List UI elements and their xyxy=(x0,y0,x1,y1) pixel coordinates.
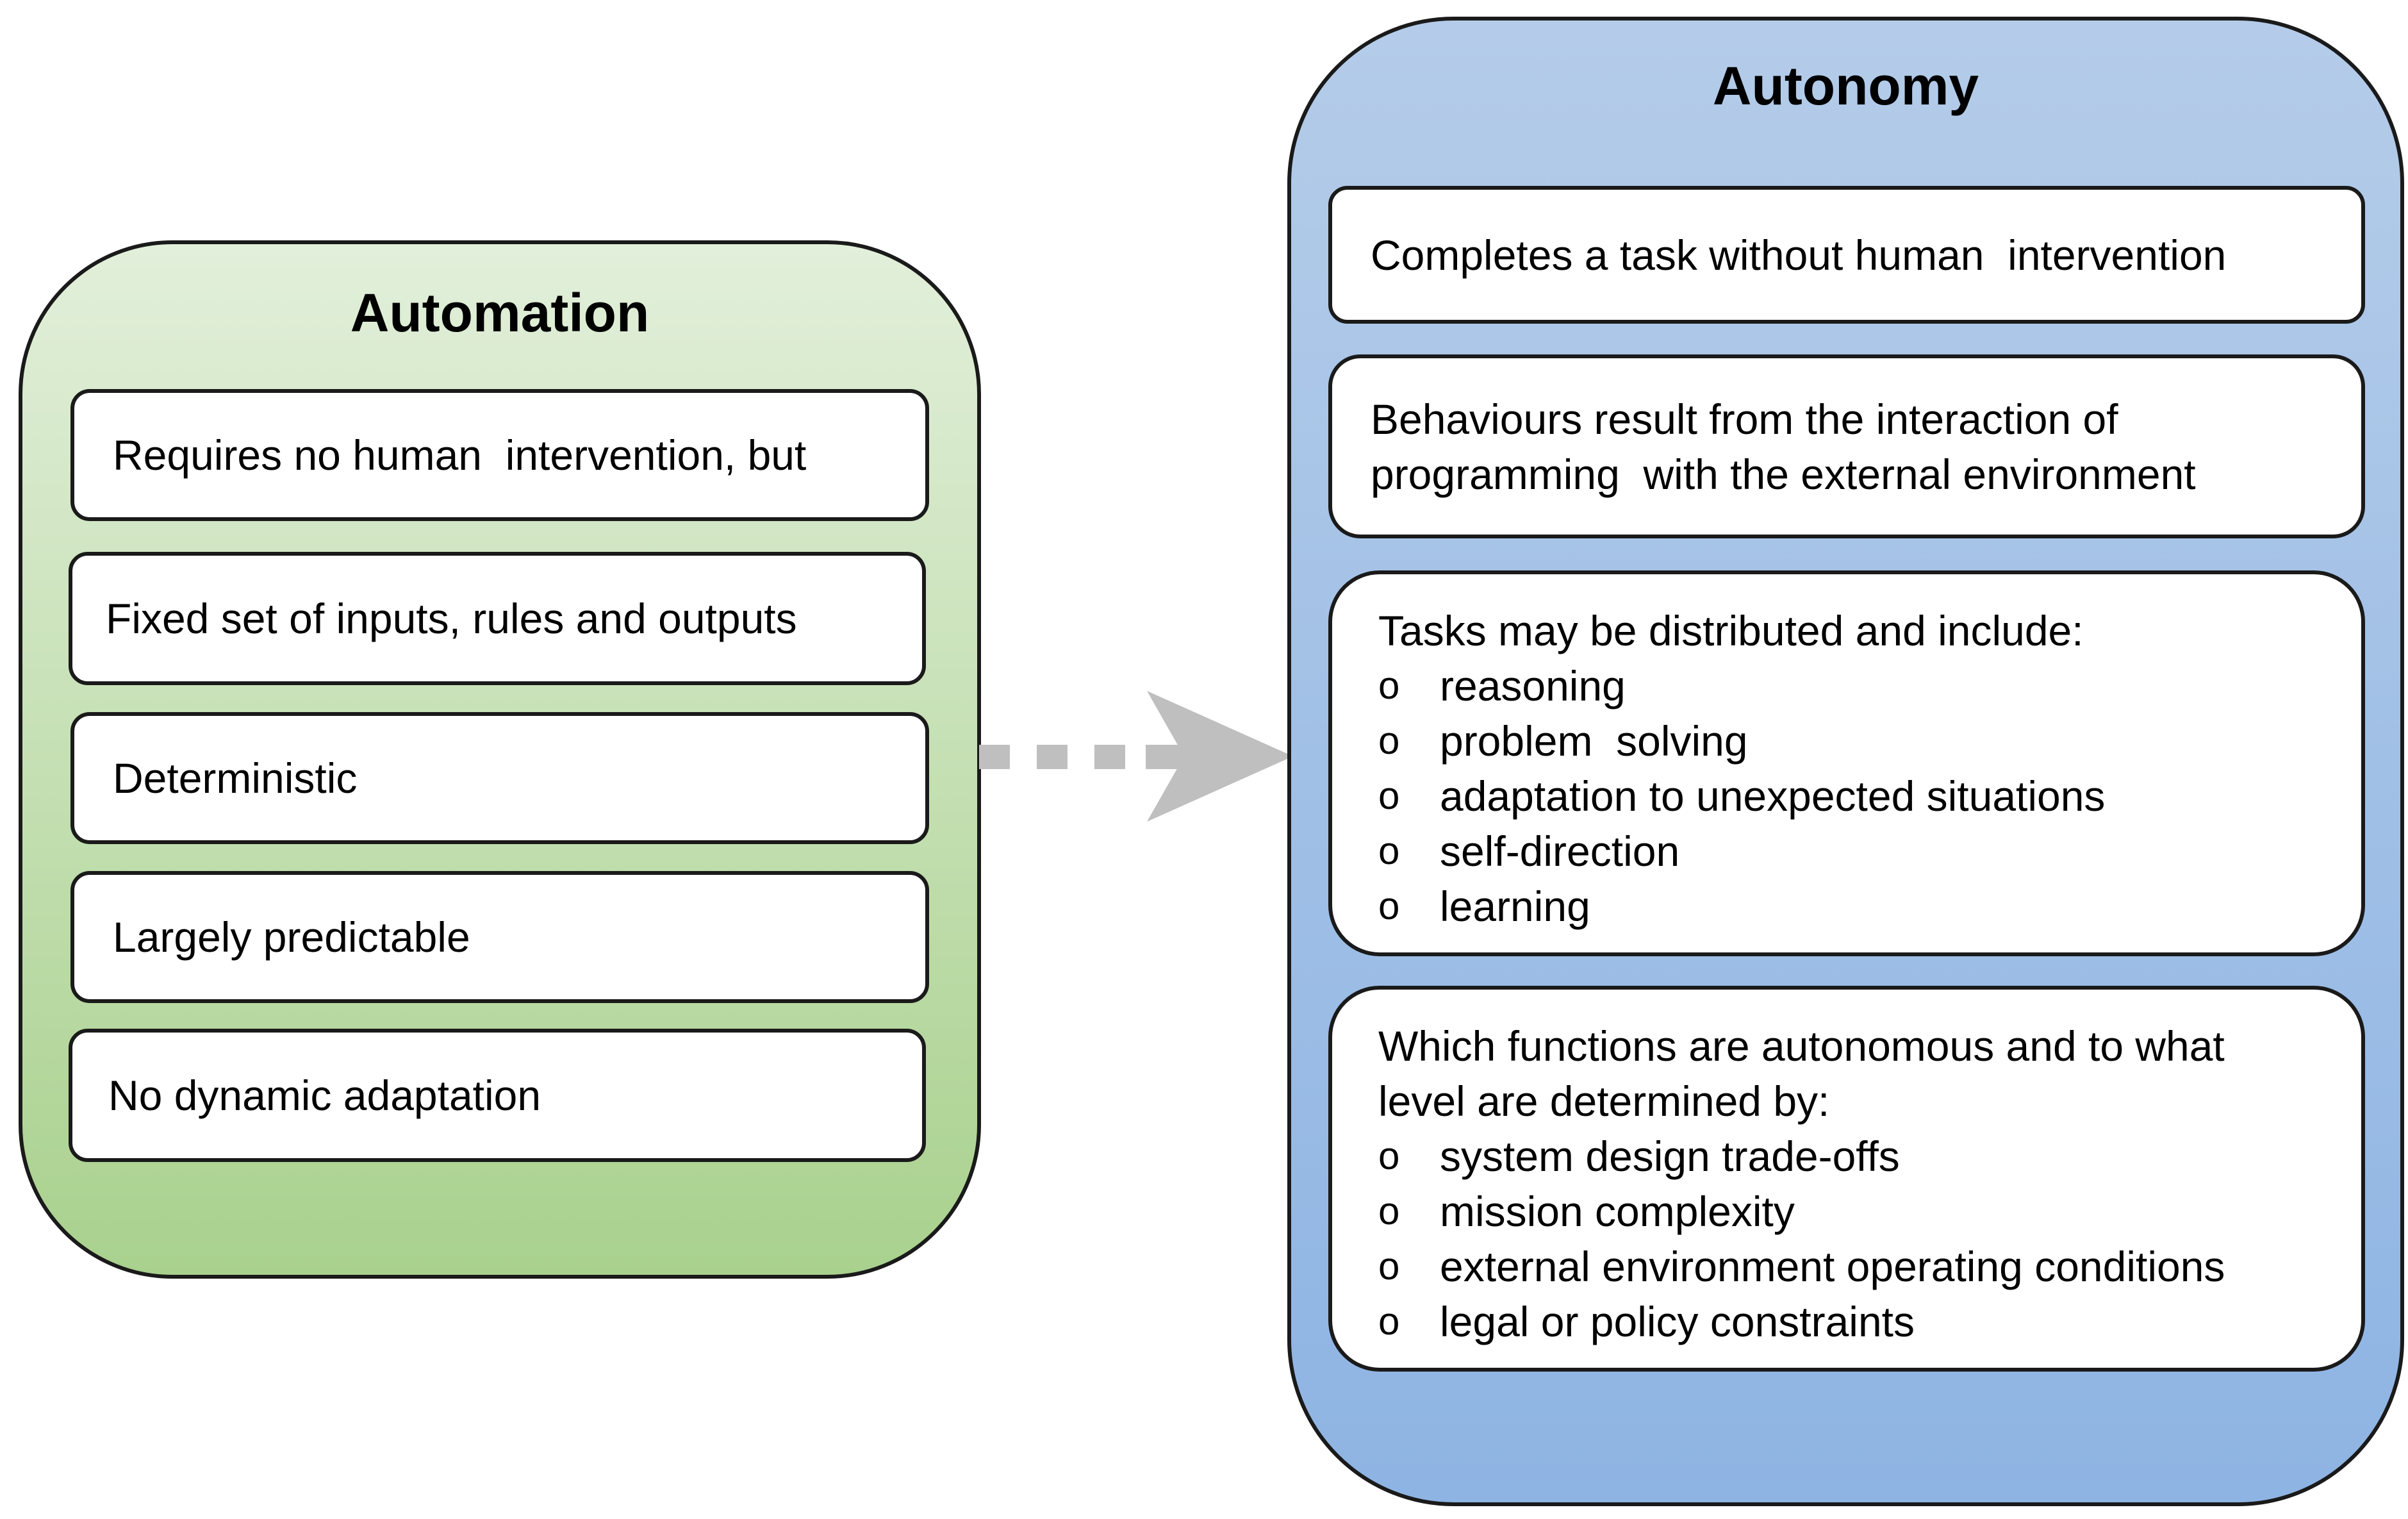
list-item: o mission complexity xyxy=(1378,1184,2336,1239)
autonomy-item-2-line-1: Behaviours result from the interaction o… xyxy=(1371,395,2118,443)
list-item-text: learning xyxy=(1440,883,1590,930)
arrow-dash-4 xyxy=(1146,745,1184,769)
list-item: o legal or policy constraints xyxy=(1378,1294,2336,1349)
list-item-text: system design trade-offs xyxy=(1440,1133,1900,1180)
list-item: o adaptation to unexpected situations xyxy=(1378,768,2336,824)
list-item-text: problem solving xyxy=(1440,717,1748,765)
autonomy-item-2-line-2: programming with the external environmen… xyxy=(1371,450,2196,498)
automation-item-4-text: Largely predictable xyxy=(113,913,470,961)
dashed-arrow-right-icon xyxy=(979,691,1293,822)
list-item-text: external environment operating condition… xyxy=(1440,1243,2225,1290)
automation-item-5: No dynamic adaptation xyxy=(69,1029,926,1162)
list-item-text: adaptation to unexpected situations xyxy=(1440,772,2106,820)
bullet-icon: o xyxy=(1378,1190,1400,1233)
automation-item-1: Requires no human intervention, but xyxy=(70,389,929,521)
bullet-icon: o xyxy=(1378,1300,1400,1343)
bullet-icon: o xyxy=(1378,774,1400,817)
bullet-icon: o xyxy=(1378,1134,1400,1177)
autonomy-title: Autonomy xyxy=(1712,56,1979,116)
automation-item-2: Fixed set of inputs, rules and outputs xyxy=(69,552,926,685)
automation-title: Automation xyxy=(350,283,650,343)
automation-item-2-text: Fixed set of inputs, rules and outputs xyxy=(106,595,797,642)
list-item: o system design trade-offs xyxy=(1378,1129,2336,1184)
autonomy-item-4-intro-line-1: Which functions are autonomous and to wh… xyxy=(1378,1022,2225,1070)
bullet-icon: o xyxy=(1378,829,1400,872)
automation-item-3-text: Deterministic xyxy=(113,754,358,802)
automation-item-4: Largely predictable xyxy=(70,871,929,1003)
autonomy-item-3-list: o reasoning o problem solving o adaptation … xyxy=(1378,658,2336,934)
list-item-text: legal or policy constraints xyxy=(1440,1298,1915,1345)
autonomy-item-4-list: o system design trade-offs o mission compl… xyxy=(1378,1129,2336,1349)
automation-item-1-text: Requires no human intervention, but xyxy=(113,431,807,479)
list-item-text: reasoning xyxy=(1440,662,1626,710)
list-item: o learning xyxy=(1378,879,2336,934)
list-item: o problem solving xyxy=(1378,713,2336,768)
arrow-dash-3 xyxy=(1094,745,1125,769)
bullet-icon: o xyxy=(1378,664,1400,707)
automation-item-5-text: No dynamic adaptation xyxy=(108,1072,541,1119)
autonomy-item-1-text: Completes a task without human intervent… xyxy=(1371,231,2227,279)
bullet-icon: o xyxy=(1378,884,1400,927)
autonomy-item-4-intro-line-2: level are determined by: xyxy=(1378,1077,1830,1125)
arrow-head xyxy=(1147,691,1293,822)
autonomy-item-3-intro: Tasks may be distributed and include: xyxy=(1378,607,2084,654)
autonomy-item-2-text: Behaviours result from the interaction o… xyxy=(1371,392,2196,502)
list-item: o self-direction xyxy=(1378,824,2336,879)
list-item-text: mission complexity xyxy=(1440,1188,1795,1235)
bullet-icon: o xyxy=(1378,719,1400,762)
bullet-icon: o xyxy=(1378,1245,1400,1288)
automation-item-3: Deterministic xyxy=(70,712,929,844)
autonomy-item-1: Completes a task without human intervent… xyxy=(1328,186,2365,324)
list-item: o reasoning xyxy=(1378,658,2336,713)
autonomy-item-2: Behaviours result from the interaction o… xyxy=(1328,354,2365,538)
autonomy-item-4: Which functions are autonomous and to wh… xyxy=(1328,986,2365,1372)
list-item-text: self-direction xyxy=(1440,827,1680,875)
arrow-dash-2 xyxy=(1037,745,1068,769)
arrow-dash-1 xyxy=(979,745,1010,769)
list-item: o external environment operating conditio… xyxy=(1378,1239,2336,1294)
